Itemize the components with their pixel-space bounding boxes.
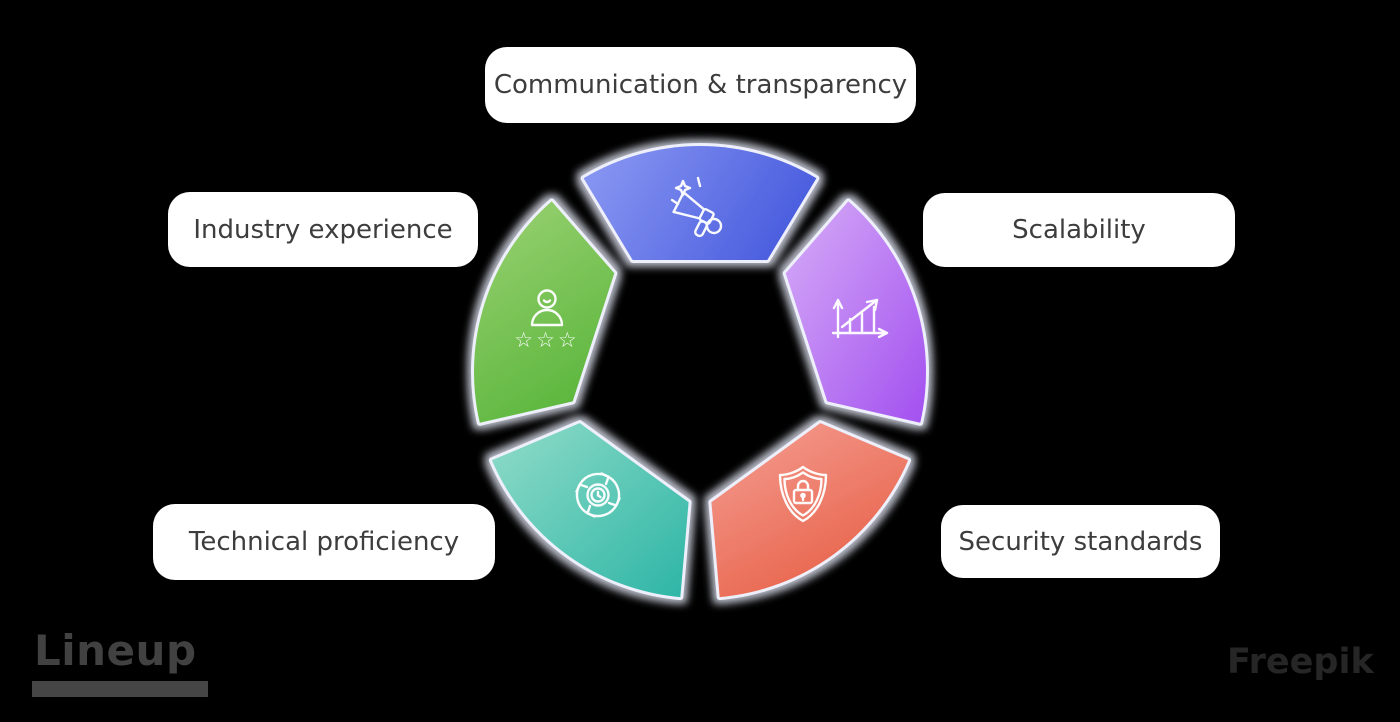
cycle-arrows-icon [575,472,621,518]
label-text: Communication & transparency [493,70,908,100]
label-text: Scalability [1012,215,1146,245]
label-technical-proficiency: Technical proficiency [153,504,495,580]
rating-stars-icon: ☆☆☆ [514,328,579,352]
segment-industry-experience [471,198,618,426]
brand-tagline-bar [32,681,208,697]
segment-scalability [782,198,929,426]
person-rating-icon: ☆☆☆ [514,289,579,352]
label-text: Security standards [958,526,1203,557]
label-industry-experience: Industry experience [168,192,478,267]
growth-chart-icon [831,298,889,339]
label-security-standards: Security standards [941,505,1220,578]
megaphone-icon [670,176,723,238]
credit-text: Freepik [1227,642,1374,682]
brand-logo: Lineup [34,626,197,675]
segment-communication-transparency [580,143,820,263]
shield-lock-icon [778,465,828,523]
segment-technical-proficiency [488,420,692,601]
label-text: Technical proficiency [188,527,460,557]
label-text: Industry experience [193,214,453,245]
label-scalability: Scalability [923,193,1235,267]
label-communication-transparency: Communication & transparency [485,47,916,123]
